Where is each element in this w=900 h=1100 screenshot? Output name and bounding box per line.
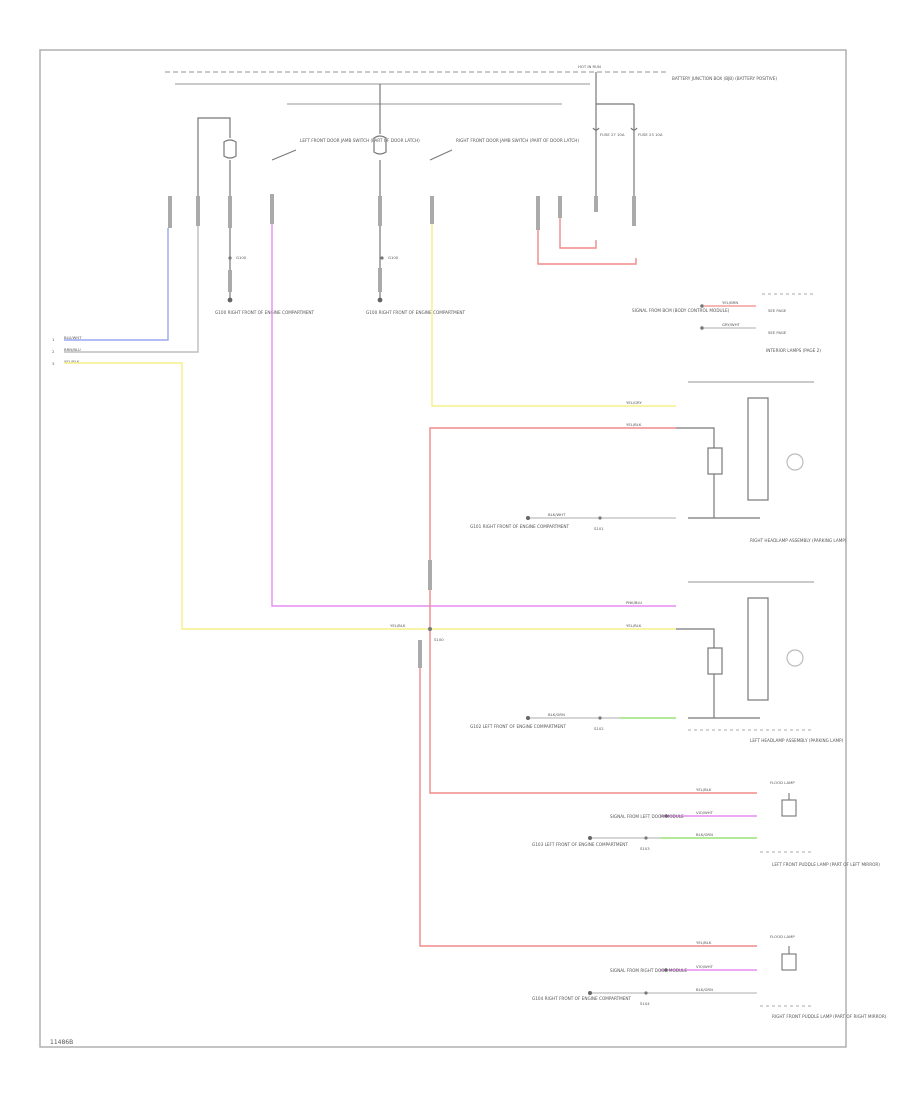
connector-label-1: 1 — [52, 337, 55, 342]
lf-puddle-lamp-code: FLOOD LAMP — [770, 780, 795, 785]
rf-splice: S104 — [640, 1001, 650, 1006]
right-lamp-ground-label: G101 RIGHT FRONT OF ENGINE COMPARTMENT — [470, 524, 570, 529]
rf-signal-label: SIGNAL FROM RIGHT DOOR MODULE — [610, 968, 687, 973]
ground-center-label: G100 RIGHT FRONT OF ENGINE COMPARTMENT — [366, 310, 466, 315]
left-lamp-wire-1: PNK/BLU — [626, 600, 642, 605]
wires — [64, 224, 757, 971]
left-switch-label: LEFT FRONT DOOR JAMB SWITCH (PART OF DOO… — [300, 138, 420, 143]
lf-signal-label: SIGNAL FROM LEFT DOOR MODULE — [610, 814, 684, 819]
left-lamp-splice: S102 — [594, 726, 604, 731]
rf-puddle-lamp: FLOOD LAMP YEL/BLK VIO/WHT BLK/GRN SIGNA… — [532, 934, 887, 1019]
diagram-border — [39, 49, 847, 1048]
right-lamp-ground-wire: BLK/WHT — [548, 512, 566, 517]
connector-label-2: 2 — [52, 349, 55, 354]
left-lamp-wire-2: YEL/BLK — [626, 623, 642, 628]
bcm-ref-1: SEE PAGE — [768, 308, 787, 313]
splice-center: S100 YEL/BLK — [390, 560, 444, 668]
bcm-signal-label: SIGNAL FROM BCM (BODY CONTROL MODULE) — [632, 308, 730, 313]
left-lamp-ground-wire: BLK/GRN — [548, 712, 565, 717]
rf-puddle-label: RIGHT FRONT PUDDLE LAMP (PART OF RIGHT M… — [772, 1014, 887, 1019]
rf-puddle-lamp-code: FLOOD LAMP — [770, 934, 795, 939]
left-wire-label-1: BLU/WHT — [64, 335, 82, 340]
rf-wire-1: YEL/BLK — [696, 940, 712, 945]
bcm-wire-label-2: GRY/WHT — [722, 322, 741, 327]
left-wire-label-2: BRN/BLU — [64, 347, 81, 352]
wire-red-top — [429, 427, 676, 794]
lf-wire-2: VIO/WHT — [696, 810, 714, 815]
connector-label-3: 3 — [52, 361, 55, 366]
left-headlamp-assembly: PNK/BLU YEL/BLK BLK/GRN G102 LEFT FRONT … — [470, 581, 844, 743]
right-lamp-label: RIGHT HEADLAMP ASSEMBLY (PARKING LAMP) — [750, 538, 847, 543]
wire-yellow-left — [64, 362, 420, 630]
ground-left-symbol — [227, 297, 233, 303]
ground-center-code: G100 — [388, 255, 399, 260]
right-lamp-wire-2: YEL/BLK — [626, 422, 642, 427]
battery-junction-box: HOT IN RUN BATTERY JUNCTION BOX (BJB) (B… — [536, 64, 777, 265]
ground-left-code: G100 — [236, 255, 247, 260]
trunk-wire-label: YEL/BLK — [390, 623, 406, 628]
left-wire-label-3: YEL/BLK — [64, 359, 80, 364]
bcm-ref-2: SEE PAGE — [768, 330, 787, 335]
rf-wire-2: VIO/WHT — [696, 964, 714, 969]
interior-lamps-label: INTERIOR LAMPS (PAGE 2) — [766, 348, 821, 353]
bcm-wire-label-1: YEL/BRN — [722, 300, 738, 305]
right-lamp-wire-1: YEL/GRY — [626, 400, 642, 405]
lf-ground-label: G103 LEFT FRONT OF ENGINE COMPARTMENT — [532, 842, 628, 847]
lf-splice: S103 — [640, 846, 650, 851]
lf-puddle-lamp: FLOOD LAMP YEL/BLK VIO/WHT BLK/GRN SIGNA… — [532, 729, 880, 867]
wire-yellow-switch — [431, 224, 676, 407]
lf-wire-1: YEL/BLK — [696, 787, 712, 792]
fuse-label: HOT IN RUN — [578, 64, 601, 69]
top-buses — [165, 71, 668, 105]
rf-ground-label: G104 RIGHT FRONT OF ENGINE COMPARTMENT — [532, 996, 632, 1001]
right-lamp-splice: S101 — [594, 526, 604, 531]
splice-center-label: S100 — [434, 637, 444, 642]
battery-junction-label: BATTERY JUNCTION BOX (BJB) (BATTERY POSI… — [672, 76, 777, 81]
fuse-left-label: FUSE 27 10A — [600, 132, 625, 137]
wire-red-bottom — [419, 640, 676, 947]
wire-blue — [64, 228, 169, 341]
center-switch-branch: G100 G100 RIGHT FRONT OF ENGINE COMPARTM… — [366, 84, 579, 315]
bcm-signal: SIGNAL FROM BCM (BODY CONTROL MODULE) YE… — [632, 293, 821, 353]
rf-wire-3: BLK/GRN — [696, 987, 713, 992]
wire-brown — [64, 226, 199, 353]
fuse-right-label: FUSE 23 10A — [638, 132, 663, 137]
lf-wire-3: BLK/GRN — [696, 832, 713, 837]
ground-center-symbol — [377, 297, 383, 303]
left-lamp-label: LEFT HEADLAMP ASSEMBLY (PARKING LAMP) — [750, 738, 844, 743]
lf-puddle-label: LEFT FRONT PUDDLE LAMP (PART OF LEFT MIR… — [772, 862, 880, 867]
left-connector: 1 2 3 BLU/WHT BRN/BLU YEL/BLK — [52, 194, 434, 366]
wire-magenta — [271, 224, 676, 607]
right-headlamp-assembly: YEL/GRY YEL/BLK BLK/WHT G101 RIGHT FRONT… — [470, 381, 847, 543]
right-switch-label: RIGHT FRONT DOOR JAMB SWITCH (PART OF DO… — [456, 138, 579, 143]
page-code: 11486B — [50, 1039, 73, 1046]
left-switch-branch: G100 G100 RIGHT FRONT OF ENGINE COMPARTM… — [196, 117, 420, 315]
left-lamp-ground-label: G102 LEFT FRONT OF ENGINE COMPARTMENT — [470, 724, 566, 729]
ground-left-label: G100 RIGHT FRONT OF ENGINE COMPARTMENT — [215, 310, 315, 315]
